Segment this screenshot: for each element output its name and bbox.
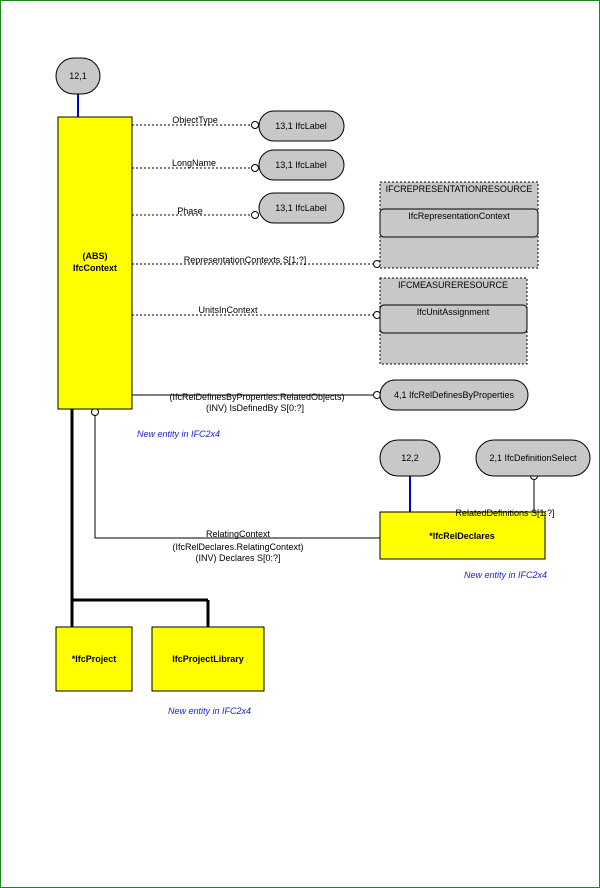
schema-measure-item: IfcUnitAssignment	[417, 307, 490, 317]
entity-ifc-context-name: IfcContext	[73, 263, 117, 273]
page-reference-definition-select[interactable]: 2,1 IfcDefinitionSelect	[475, 439, 591, 477]
schema-measure-item-box	[379, 304, 528, 334]
type-ifc-label-1[interactable]: 13,1 IfcLabel	[258, 110, 345, 142]
marker-phase	[251, 211, 259, 219]
attr-long-name: LongName	[172, 158, 216, 168]
attr-representation-contexts: RepresentationContexts S[1:?]	[184, 255, 307, 265]
attr-is-defined-by-2: (INV) IsDefinedBy S[0:?]	[206, 403, 304, 413]
schema-representation-item-box	[379, 208, 539, 238]
attribute-labels: ObjectType LongName Phase Representation…	[169, 115, 554, 563]
type-rel-defines-by-properties[interactable]: 4,1 IfcRelDefinesByProperties	[379, 379, 529, 411]
attr-line-relating-context	[94, 415, 380, 539]
type-rel-defines-by-properties-text: 4,1 IfcRelDefinesByProperties	[394, 390, 515, 400]
schema-representation-header: IFCREPRESENTATIONRESOURCE	[386, 184, 533, 194]
schema-representation-resource[interactable]: IFCREPRESENTATIONRESOURCE IfcRepresentat…	[379, 181, 539, 269]
type-ifc-label-1-text: 13,1 IfcLabel	[275, 121, 327, 131]
entity-ifc-context-abs: (ABS)	[83, 251, 108, 261]
entity-ifc-rel-declares-name: *IfcRelDeclares	[429, 531, 495, 541]
note-project-library: New entity in IFC2x4	[168, 706, 251, 716]
entity-ifc-rel-declares[interactable]: *IfcRelDeclares	[379, 511, 546, 560]
attr-units-in-context: UnitsInContext	[198, 305, 258, 315]
page-reference-rel-declares[interactable]: 12,2	[379, 439, 441, 477]
note-rel-declares: New entity in IFC2x4	[464, 570, 547, 580]
marker-representation-contexts	[373, 260, 381, 268]
schema-measure-header: IFCMEASURERESOURCE	[398, 280, 508, 290]
page-ref-context-label: 12,1	[69, 71, 87, 81]
entity-ifc-project-library[interactable]: IfcProjectLibrary	[151, 626, 265, 692]
marker-relating-context	[91, 408, 99, 416]
attr-declares-2: (INV) Declares S[0:?]	[195, 553, 280, 563]
page-ref-definition-select-label: 2,1 IfcDefinitionSelect	[489, 453, 577, 463]
notes: New entity in IFC2x4 New entity in IFC2x…	[137, 429, 547, 716]
marker-units-in-context	[373, 311, 381, 319]
attr-is-defined-by-1: (IfcRelDefinesByProperties.RelatedObject…	[169, 392, 344, 402]
schema-measure-resource[interactable]: IFCMEASURERESOURCE IfcUnitAssignment	[379, 277, 528, 365]
marker-object-type	[251, 121, 259, 129]
page-reference-context[interactable]: 12,1	[55, 57, 101, 95]
type-ifc-label-3[interactable]: 13,1 IfcLabel	[258, 192, 345, 224]
type-ifc-label-3-text: 13,1 IfcLabel	[275, 203, 327, 213]
marker-is-defined-by	[373, 391, 381, 399]
entity-ifc-project-name: *IfcProject	[72, 654, 117, 664]
attr-phase: Phase	[177, 206, 203, 216]
marker-long-name	[251, 164, 259, 172]
attr-declares-1: (IfcRelDeclares.RelatingContext)	[172, 542, 303, 552]
type-ifc-label-2-text: 13,1 IfcLabel	[275, 160, 327, 170]
schema-representation-item: IfcRepresentationContext	[408, 211, 510, 221]
entity-ifc-context[interactable]: (ABS) IfcContext	[57, 116, 133, 410]
attr-object-type: ObjectType	[172, 115, 218, 125]
attr-related-definitions: RelatedDefinitions S[1:?]	[455, 508, 554, 518]
entity-ifc-project[interactable]: *IfcProject	[55, 626, 133, 692]
attr-relating-context: RelatingContext	[206, 529, 271, 539]
connectors	[70, 94, 535, 627]
note-context: New entity in IFC2x4	[137, 429, 220, 439]
type-ifc-label-2[interactable]: 13,1 IfcLabel	[258, 149, 345, 181]
entity-ifc-project-library-name: IfcProjectLibrary	[172, 654, 244, 664]
page-ref-rel-declares-label: 12,2	[401, 453, 419, 463]
